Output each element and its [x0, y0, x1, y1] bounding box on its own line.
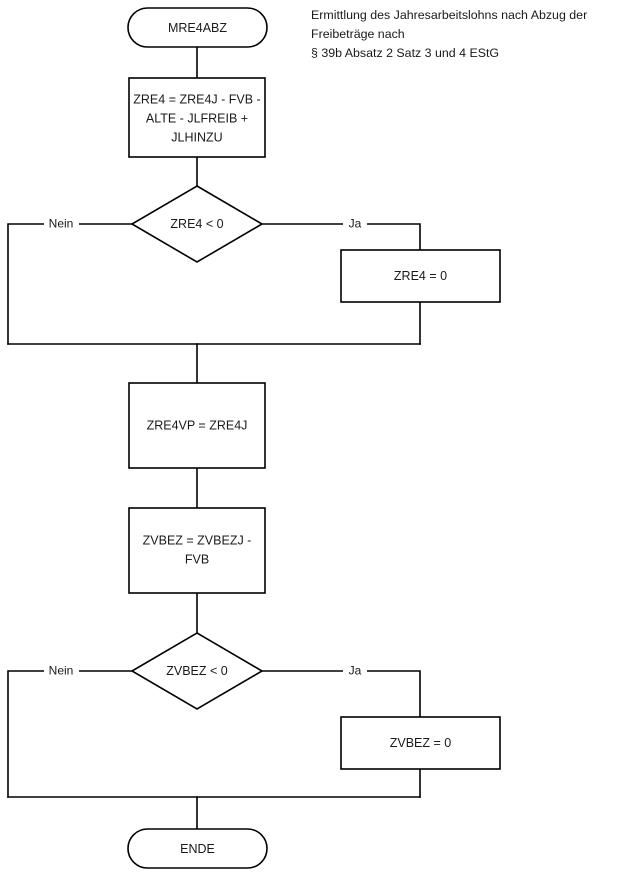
node-end[interactable]: ENDE [127, 828, 268, 869]
calc-zvbez-line2: FVB [185, 552, 209, 566]
edge-label-zre4-nein: Nein [44, 215, 79, 233]
edge-label-zre4-ja: Ja [343, 215, 367, 233]
calc-zvbez-shape [128, 507, 266, 594]
decision-zvbez-label: ZVBEZ < 0 [166, 664, 228, 678]
end-label: ENDE [180, 842, 215, 856]
calc-zre4vp-label: ZRE4VP = ZRE4J [147, 418, 248, 432]
node-assign-zvbez-zero[interactable]: ZVBEZ = 0 [340, 716, 501, 770]
connector-zre4-nein [7, 223, 133, 345]
assign-zre4-zero-shape [340, 249, 501, 303]
edge-label-zvbez-nein-text: Nein [49, 664, 74, 678]
connector-zvbez-nein [7, 670, 133, 798]
calc-zvbez-line1: ZVBEZ = ZVBEZJ - [143, 533, 252, 547]
calc-zre4-line3: JLHINZU [171, 130, 222, 144]
end-terminator-shape [127, 828, 268, 869]
edge-label-zvbez-ja-text: Ja [349, 664, 362, 678]
calc-zre4vp-shape [128, 382, 266, 469]
node-calc-zre4vp[interactable]: ZRE4VP = ZRE4J [128, 382, 266, 469]
node-decision-zre4[interactable]: ZRE4 < 0 [130, 185, 264, 263]
assign-zvbez-zero-label: ZVBEZ = 0 [390, 736, 452, 750]
connector-zvbez-ja [261, 670, 421, 718]
node-decision-zvbez[interactable]: ZVBEZ < 0 [130, 632, 264, 710]
assign-zvbez-zero-shape [340, 716, 501, 770]
edge-label-zvbez-nein: Nein [44, 662, 79, 680]
edge-label-zre4-ja-text: Ja [349, 217, 362, 231]
node-calc-zvbez[interactable]: ZVBEZ = ZVBEZJ - FVB [128, 507, 266, 594]
decision-zre4-label: ZRE4 < 0 [170, 217, 223, 231]
decision-zvbez-shape [130, 632, 264, 710]
node-assign-zre4-zero[interactable]: ZRE4 = 0 [340, 249, 501, 303]
node-calc-zre4[interactable]: ZRE4 = ZRE4J - FVB - ALTE - JLFREIB + JL… [128, 77, 266, 158]
connector-zre4-ja [261, 223, 421, 251]
calc-zre4-shape [128, 77, 266, 158]
diagram-title-note: Ermittlung des Jahresarbeitslohns nach A… [311, 8, 588, 60]
calc-zre4-line1: ZRE4 = ZRE4J - FVB - [133, 92, 260, 106]
edge-label-zre4-nein-text: Nein [49, 217, 74, 231]
start-terminator-shape [127, 7, 268, 48]
node-start[interactable]: MRE4ABZ [127, 7, 268, 48]
edge-label-zvbez-ja: Ja [343, 662, 367, 680]
decision-zre4-shape [130, 185, 264, 263]
calc-zre4-line2: ALTE - JLFREIB + [146, 111, 248, 125]
assign-zre4-zero-label: ZRE4 = 0 [394, 269, 447, 283]
start-label: MRE4ABZ [168, 21, 227, 35]
